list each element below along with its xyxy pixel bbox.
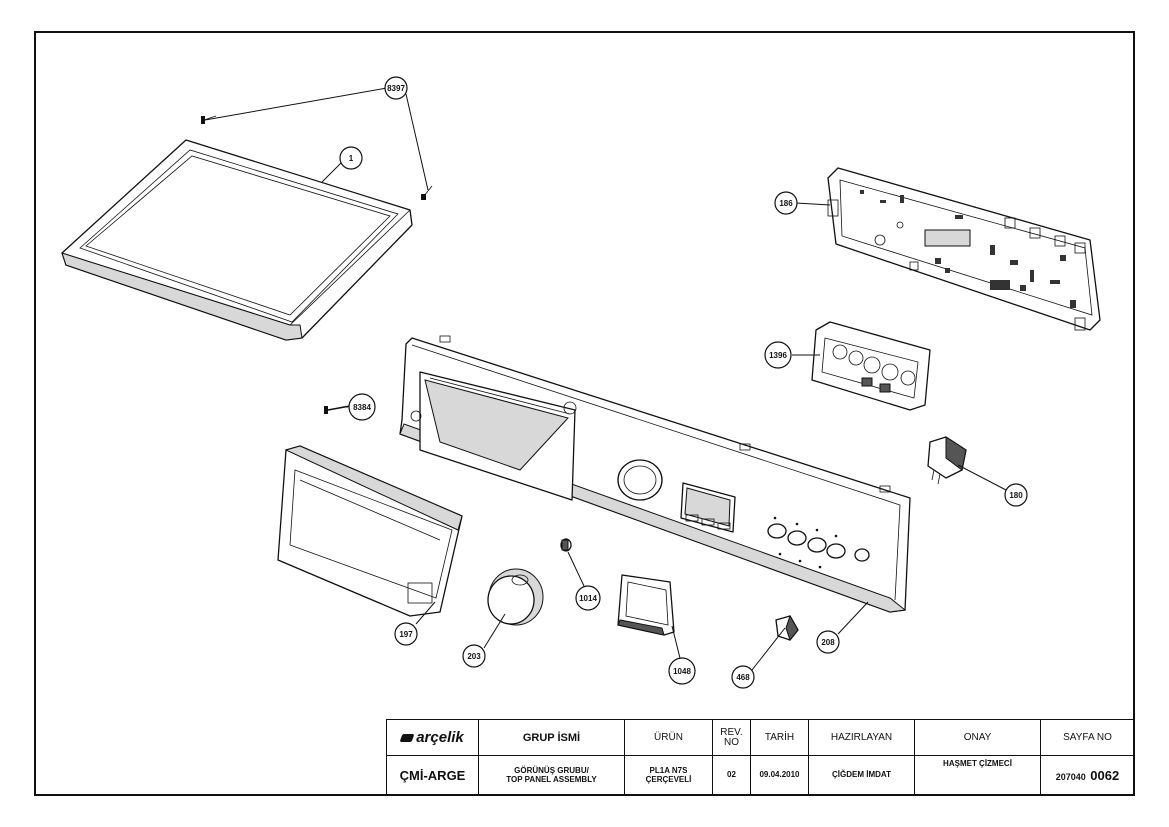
group-name-header: GRUP İSMİ xyxy=(478,719,625,756)
prepared-by-cell: ÇİĞDEM İMDAT xyxy=(808,755,915,796)
date-header: TARİH xyxy=(750,719,809,756)
part-drawer-front xyxy=(277,445,463,617)
rev-cell: 02 xyxy=(712,755,751,796)
page-number-cell: 207040 0062 xyxy=(1040,755,1135,796)
brand-logo: arçelik xyxy=(399,729,464,746)
callout-1: 1 xyxy=(339,146,363,170)
part-program-knob xyxy=(487,568,544,626)
approval-header: ONAY xyxy=(914,719,1041,756)
callout-label: 8397 xyxy=(387,84,405,93)
callout-186: 186 xyxy=(774,191,798,215)
callout-468: 468 xyxy=(731,665,755,689)
callout-label: 468 xyxy=(736,673,750,682)
title-block: arçelik GRUP İSMİ ÜRÜN REV. NO TARİH HAZ… xyxy=(386,719,1135,796)
prepared-by-header: HAZIRLAYAN xyxy=(808,719,915,756)
callout-8384: 8384 xyxy=(348,393,376,421)
callout-1048: 1048 xyxy=(668,657,696,685)
group-name-line1: GÖRÜNÜŞ GRUBU/ xyxy=(514,766,589,776)
page-number-header: SAYFA NO xyxy=(1040,719,1135,756)
callout-180: 180 xyxy=(1004,483,1028,507)
brand-mark-icon xyxy=(399,733,415,742)
brand-logo-cell: arçelik xyxy=(386,719,479,756)
callout-label: 1048 xyxy=(673,667,691,676)
rev-header: REV. NO xyxy=(712,719,751,756)
part-button-insert xyxy=(775,614,799,642)
brand-logo-text: arçelik xyxy=(416,729,464,746)
callout-1396: 1396 xyxy=(764,341,792,369)
callout-label: 197 xyxy=(399,630,413,639)
callout-label: 180 xyxy=(1009,491,1023,500)
callout-label: 208 xyxy=(821,638,835,647)
page-number-prefix: 207040 xyxy=(1055,771,1086,782)
product-line1: PL1A N7S xyxy=(649,766,688,776)
callout-203: 203 xyxy=(462,644,486,668)
approved-by-cell: HAŞMET ÇİZMECİ xyxy=(914,755,1041,796)
callout-208: 208 xyxy=(816,630,840,654)
part-screw-8397b xyxy=(421,185,433,200)
part-power-switch xyxy=(927,436,967,485)
callout-label: 8384 xyxy=(353,403,371,412)
product-line2: ÇERÇEVELİ xyxy=(645,774,692,784)
department-cell: ÇMİ-ARGE xyxy=(386,755,479,796)
callout-197: 197 xyxy=(394,622,418,646)
callout-label: 1396 xyxy=(769,351,787,360)
part-control-board xyxy=(827,167,1101,331)
callout-label: 1 xyxy=(349,154,354,163)
callout-1014: 1014 xyxy=(575,585,601,611)
callout-label: 203 xyxy=(467,652,481,661)
part-control-panel xyxy=(399,335,911,613)
group-name-line2: TOP PANEL ASSEMBLY xyxy=(506,774,597,784)
callout-label: 186 xyxy=(779,199,793,208)
product-cell: PL1A N7S ÇERÇEVELİ xyxy=(624,755,713,796)
page-number-suffix: 0062 xyxy=(1090,767,1120,783)
part-button-holder xyxy=(811,321,931,411)
callout-8397: 8397 xyxy=(384,76,408,100)
date-cell: 09.04.2010 xyxy=(750,755,809,796)
product-header: ÜRÜN xyxy=(624,719,713,756)
part-screw-8397a xyxy=(201,115,217,124)
part-top-lid xyxy=(61,139,413,341)
leader-lines xyxy=(204,87,1007,671)
callout-label: 1014 xyxy=(579,594,597,603)
group-name-cell: GÖRÜNÜŞ GRUBU/ TOP PANEL ASSEMBLY xyxy=(478,755,625,796)
part-display-lens xyxy=(617,574,675,636)
part-light-pipe xyxy=(560,538,572,552)
